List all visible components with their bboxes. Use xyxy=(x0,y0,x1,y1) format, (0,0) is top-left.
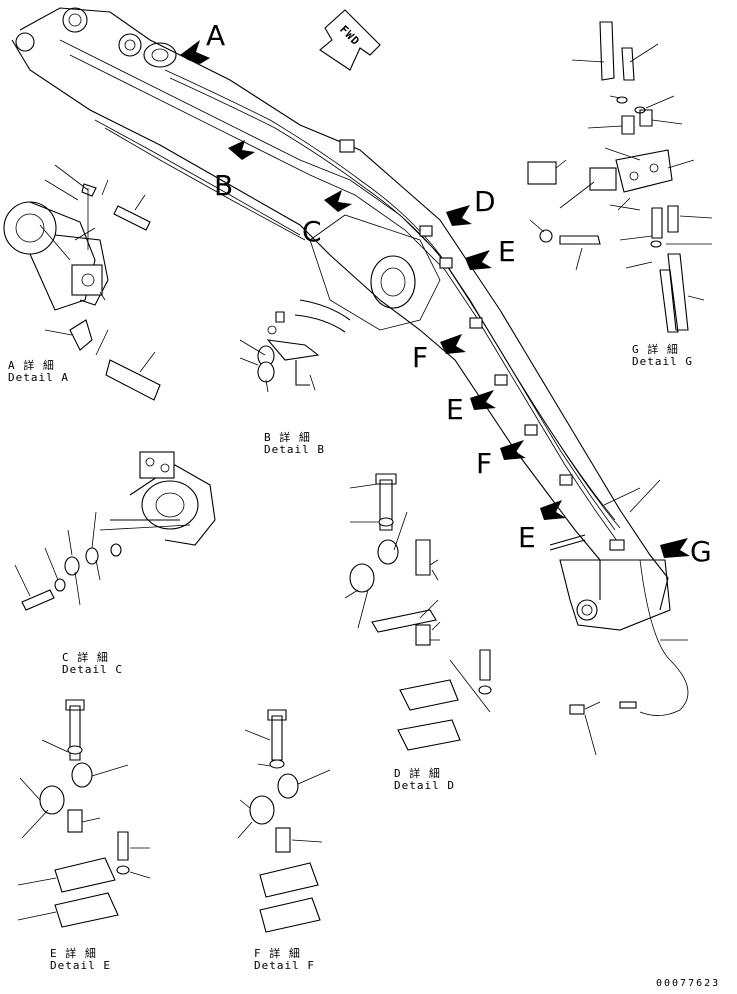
detail-a-title-en: Detail A xyxy=(8,371,69,385)
detail-b-caption: B 詳 細 Detail B xyxy=(264,431,325,457)
detail-b-drawing xyxy=(239,299,351,393)
detail-g-drawing xyxy=(527,21,713,333)
detail-a-title-jp: A 詳 細 xyxy=(8,359,55,372)
detail-a-drawing xyxy=(3,164,161,401)
detail-f-caption: F 詳 細 Detail F xyxy=(254,947,315,973)
detail-d-title-en: Detail D xyxy=(394,779,455,793)
detail-e-drawing xyxy=(17,699,151,928)
callout-arrows xyxy=(180,40,690,558)
detail-c-drawing xyxy=(14,451,216,611)
detail-f-title-jp: F 詳 細 xyxy=(254,947,301,960)
drawing-number: 00077623 xyxy=(656,978,721,989)
callout-f-1: F xyxy=(412,341,429,374)
callout-a: A xyxy=(206,19,226,52)
boom-assembly xyxy=(11,7,689,716)
detail-d-title-jp: D 詳 細 xyxy=(394,767,441,780)
detail-f-title-en: Detail F xyxy=(254,959,315,973)
callout-d: D xyxy=(474,185,496,218)
callout-c: C xyxy=(302,215,322,248)
detail-e-title-en: Detail E xyxy=(50,959,111,973)
detail-a-caption: A 詳 細 Detail A xyxy=(8,359,69,385)
detail-b-title-jp: B 詳 細 xyxy=(264,431,311,444)
detail-d-caption: D 詳 細 Detail D xyxy=(394,767,455,793)
detail-e-caption: E 詳 細 Detail E xyxy=(50,947,111,973)
detail-g-title-jp: G 詳 細 xyxy=(632,343,679,356)
detail-c-title-jp: C 詳 細 xyxy=(62,651,109,664)
detail-c-title-en: Detail C xyxy=(62,663,123,677)
callout-e-3: E xyxy=(518,521,536,554)
callout-b: B xyxy=(214,169,234,202)
callout-g: G xyxy=(690,535,712,568)
detail-e-title-jp: E 詳 細 xyxy=(50,947,97,960)
callout-f-2: F xyxy=(476,447,493,480)
detail-c-caption: C 詳 細 Detail C xyxy=(62,651,123,677)
detail-g-title-en: Detail G xyxy=(632,355,693,369)
detail-d-drawing xyxy=(344,473,492,751)
callout-e-2: E xyxy=(446,393,464,426)
detail-g-caption: G 詳 細 Detail G xyxy=(632,343,693,369)
detail-b-title-en: Detail B xyxy=(264,443,325,457)
forward-arrow xyxy=(319,9,381,71)
detail-f-drawing xyxy=(237,709,331,933)
callout-e-1: E xyxy=(498,235,516,268)
